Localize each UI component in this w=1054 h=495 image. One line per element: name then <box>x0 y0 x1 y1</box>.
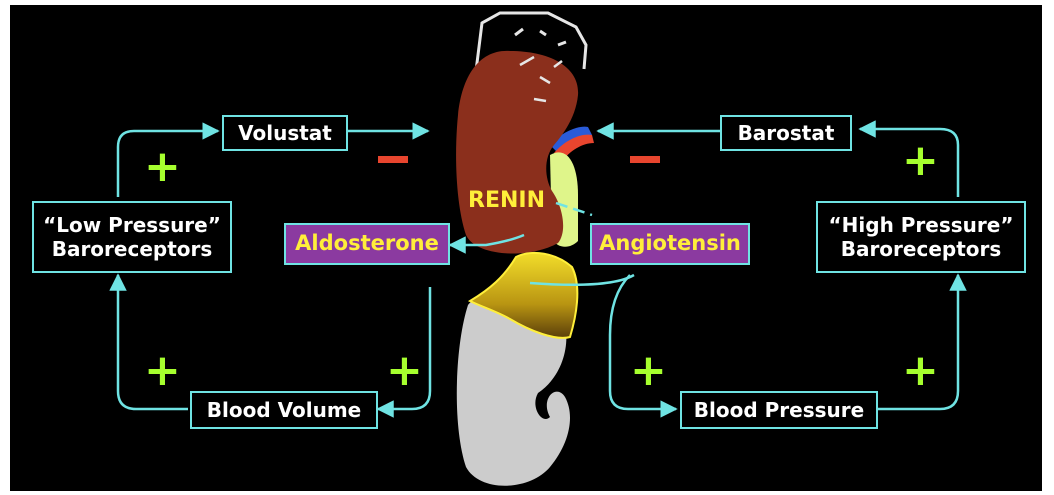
high-pressure-line2: Baroreceptors <box>829 237 1014 261</box>
low-pressure-line2: Baroreceptors <box>43 237 221 261</box>
low-pressure-baroreceptors-box: “Low Pressure” Baroreceptors <box>32 201 232 273</box>
minus-sign-barostat <box>630 156 660 163</box>
high-pressure-baroreceptors-box: “High Pressure” Baroreceptors <box>816 201 1026 273</box>
plus-sign-aldosterone: + <box>386 349 423 393</box>
angiotensin-box: Angiotensin <box>590 223 750 265</box>
aldosterone-box: Aldosterone <box>284 223 450 265</box>
low-pressure-line1: “Low Pressure” <box>43 213 221 237</box>
plus-sign-low-pressure: + <box>144 349 181 393</box>
minus-sign-volustat <box>378 156 408 163</box>
diagram-canvas: Volustat Barostat “Low Pressure” Barorec… <box>10 5 1042 491</box>
volustat-box: Volustat <box>222 115 348 151</box>
barostat-box: Barostat <box>720 115 852 151</box>
plus-sign-blood-pressure: + <box>630 349 667 393</box>
plus-sign-high-pressure: + <box>902 349 939 393</box>
plus-sign-volustat: + <box>144 145 181 189</box>
plus-sign-barostat: + <box>902 139 939 183</box>
blood-volume-box: Blood Volume <box>190 391 378 429</box>
renin-label: RENIN <box>468 188 545 213</box>
blood-pressure-box: Blood Pressure <box>680 391 878 429</box>
high-pressure-line1: “High Pressure” <box>829 213 1014 237</box>
